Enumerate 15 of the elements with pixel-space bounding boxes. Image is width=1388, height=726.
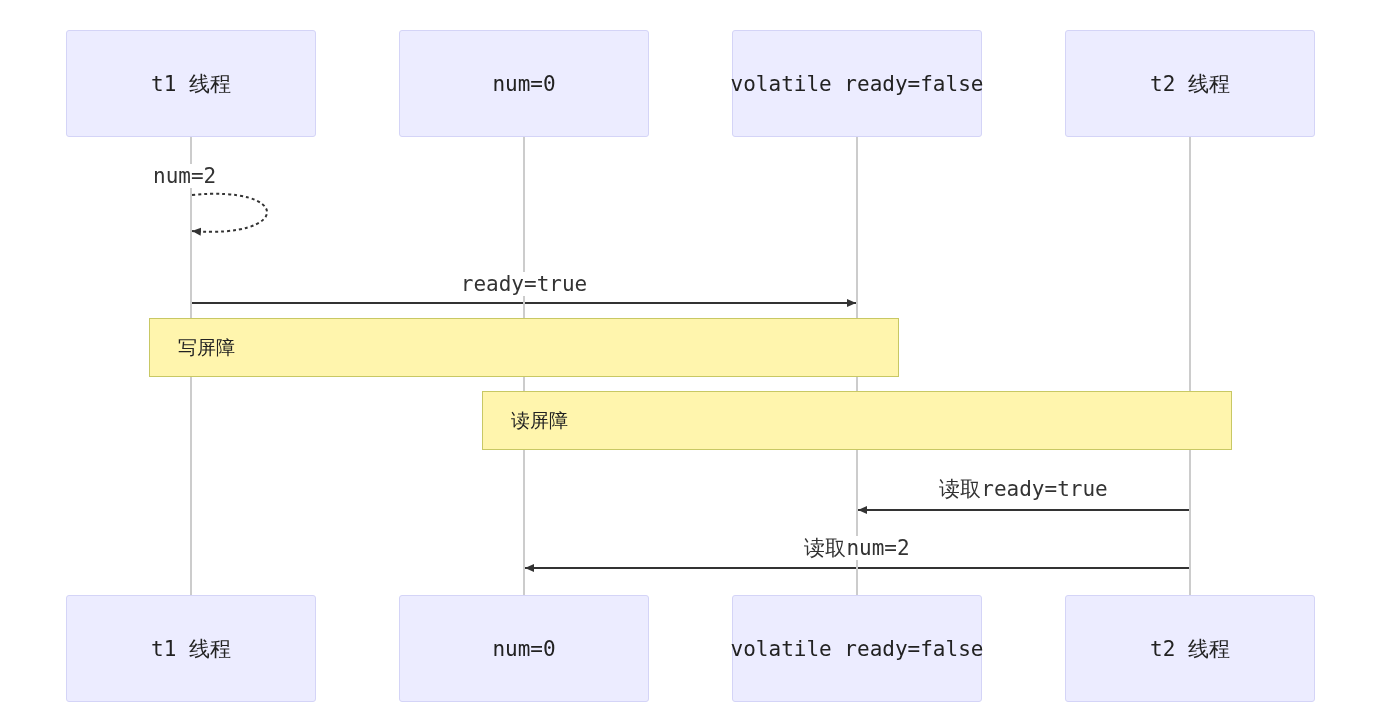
message-arrow	[524, 564, 1190, 572]
message-arrow	[857, 506, 1190, 514]
participant-box: t2 线程	[1065, 30, 1315, 137]
participant-box: volatile ready=false	[732, 595, 982, 702]
edge-label: 读取ready=true	[937, 477, 1110, 501]
participant-box: volatile ready=false	[732, 30, 982, 137]
message-arrow	[191, 192, 268, 236]
participant-box: num=0	[399, 595, 649, 702]
participant-box: num=0	[399, 30, 649, 137]
participant-box: t1 线程	[66, 30, 316, 137]
note-box: 写屏障	[149, 318, 899, 377]
participant-box: t1 线程	[66, 595, 316, 702]
message-arrow	[191, 299, 857, 307]
participant-box: t2 线程	[1065, 595, 1315, 702]
note-box: 读屏障	[482, 391, 1232, 450]
